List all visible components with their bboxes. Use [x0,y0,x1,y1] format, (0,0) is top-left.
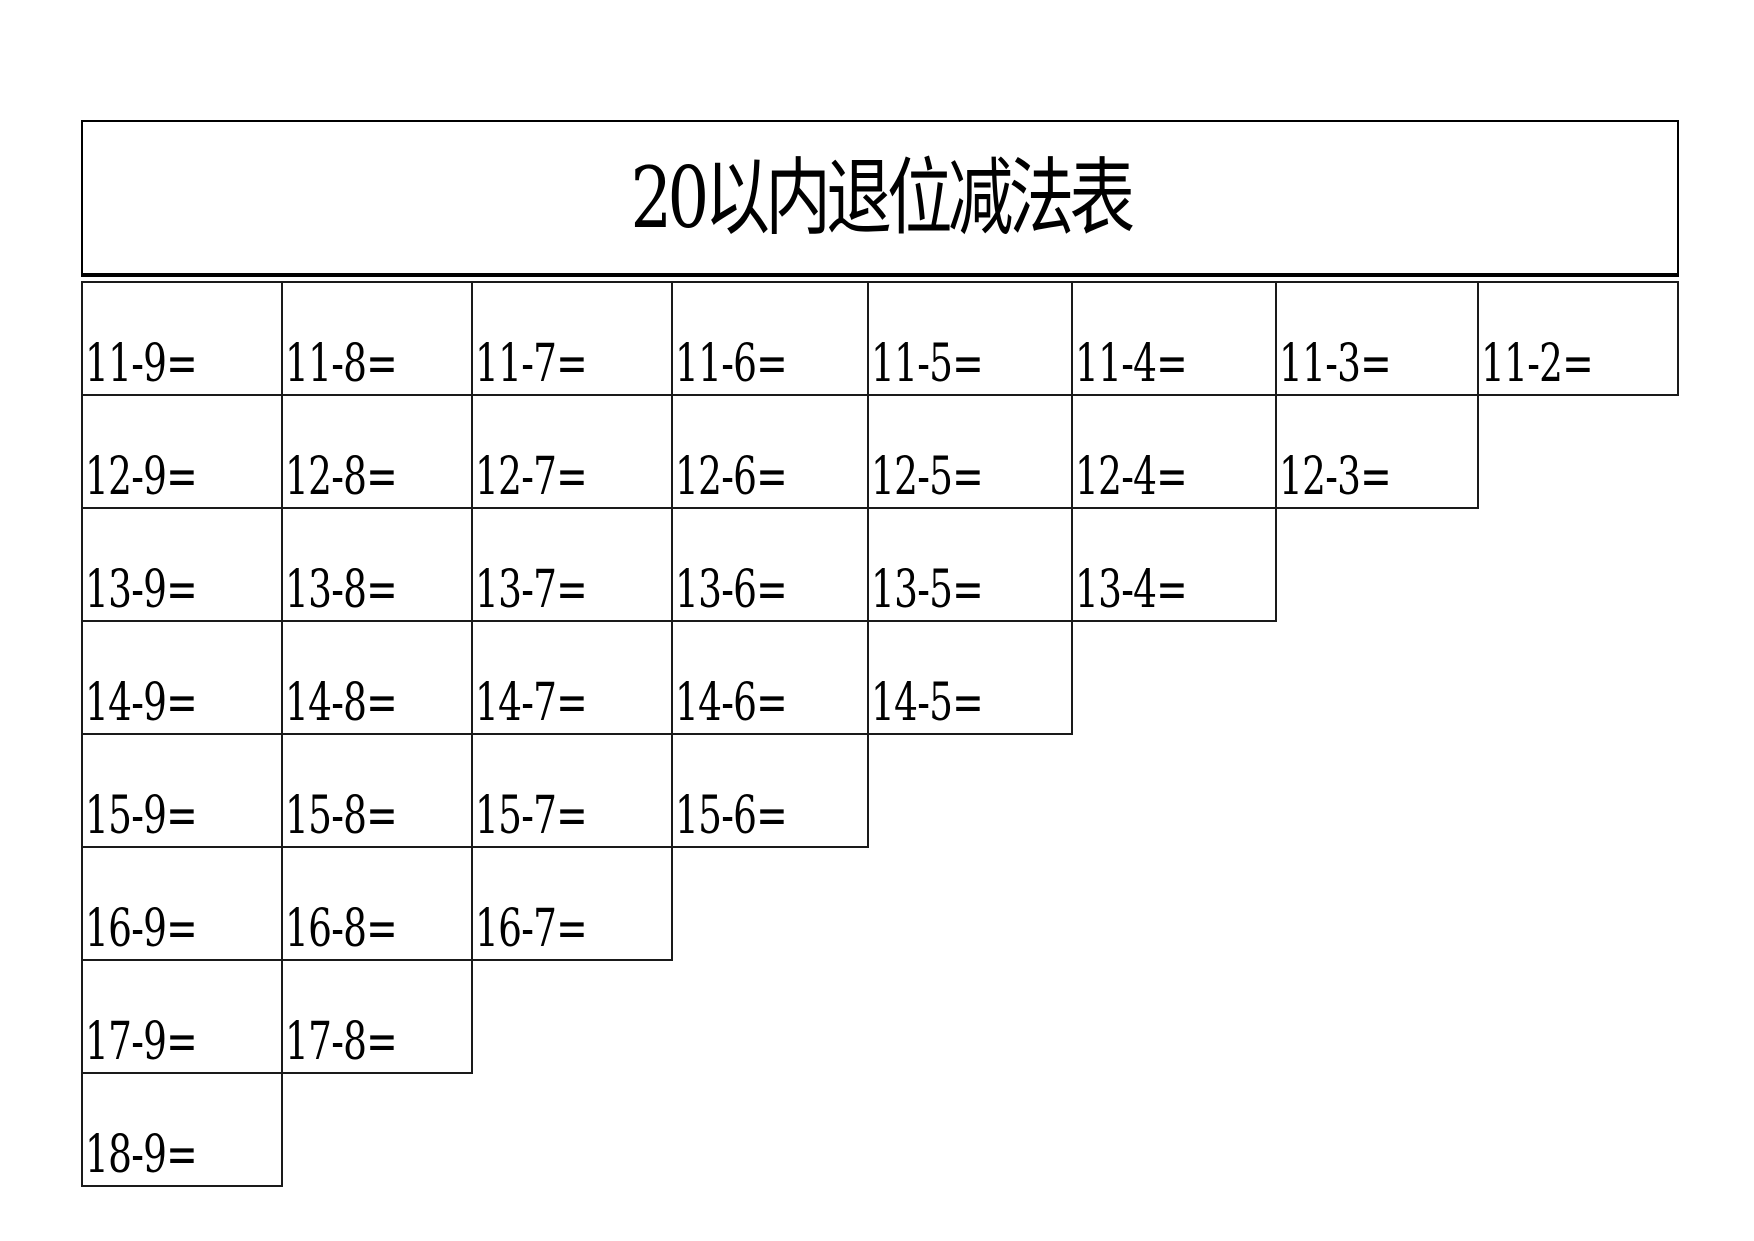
problem-cell: 14-8= [281,620,473,735]
problem-text: 12-6= [675,447,788,507]
problem-cell: 11-2= [1477,281,1679,396]
problem-text: 16-7= [475,899,588,959]
problem-cell: 14-9= [81,620,283,735]
problem-cell: 15-6= [671,733,869,848]
problem-text: 17-8= [285,1012,398,1072]
problem-cell: 13-9= [81,507,283,622]
problem-text: 11-2= [1481,334,1594,394]
problem-cell: 17-8= [281,959,473,1074]
problem-text: 11-9= [85,334,198,394]
problem-cell: 13-4= [1071,507,1277,622]
problem-cell: 11-6= [671,281,869,396]
problem-cell: 13-8= [281,507,473,622]
table-title: 20以内退位减法表 [630,148,1135,247]
problem-cell: 12-6= [671,394,869,509]
problem-text: 14-9= [85,673,198,733]
problem-text: 13-7= [475,560,588,620]
problem-text: 13-6= [675,560,788,620]
problem-text: 11-7= [475,334,588,394]
problem-text: 13-8= [285,560,398,620]
problem-text: 13-9= [85,560,198,620]
problem-text: 17-9= [85,1012,198,1072]
problem-text: 11-8= [285,334,398,394]
problem-cell: 12-3= [1275,394,1479,509]
problem-cell: 11-5= [867,281,1073,396]
problem-text: 12-9= [85,447,198,507]
problem-cell: 11-7= [471,281,673,396]
problem-cell: 16-8= [281,846,473,961]
problem-text: 12-4= [1075,447,1188,507]
problem-cell: 16-7= [471,846,673,961]
subtraction-table: 20以内退位减法表 11-9= 11-8= 11-7= 11-6= 11-5= 11-4=… [81,120,1682,1187]
problem-cell: 15-7= [471,733,673,848]
problem-cell: 12-4= [1071,394,1277,509]
problem-cell: 12-7= [471,394,673,509]
problem-cell: 11-4= [1071,281,1277,396]
problem-cell: 14-6= [671,620,869,735]
problem-cell: 17-9= [81,959,283,1074]
table-title-cell: 20以内退位减法表 [81,120,1679,277]
problem-text: 14-5= [871,673,984,733]
problem-text: 12-8= [285,447,398,507]
problem-cell: 12-9= [81,394,283,509]
problem-text: 15-6= [675,786,788,846]
problem-cell: 14-5= [867,620,1073,735]
problem-cell: 11-8= [281,281,473,396]
problem-text: 18-9= [85,1125,198,1185]
problem-cell: 16-9= [81,846,283,961]
problem-cell: 12-8= [281,394,473,509]
problem-text: 12-7= [475,447,588,507]
problem-text: 16-8= [285,899,398,959]
problem-cell: 18-9= [81,1072,283,1187]
problem-text: 15-7= [475,786,588,846]
problem-text: 11-6= [675,334,788,394]
problem-cell: 11-3= [1275,281,1479,396]
problem-text: 16-9= [85,899,198,959]
problem-text: 14-8= [285,673,398,733]
problem-cell: 12-5= [867,394,1073,509]
problem-cell: 15-9= [81,733,283,848]
problem-text: 12-3= [1279,447,1392,507]
problem-text: 14-7= [475,673,588,733]
problem-cell: 13-7= [471,507,673,622]
problem-cell: 14-7= [471,620,673,735]
problem-cell: 15-8= [281,733,473,848]
problem-text: 11-4= [1075,334,1188,394]
problem-text: 14-6= [675,673,788,733]
problem-text: 13-4= [1075,560,1188,620]
problem-text: 12-5= [871,447,984,507]
problem-text: 11-5= [871,334,984,394]
problem-text: 15-9= [85,786,198,846]
problem-text: 15-8= [285,786,398,846]
problem-text: 13-5= [871,560,984,620]
problem-cell: 11-9= [81,281,283,396]
problem-cell: 13-5= [867,507,1073,622]
problem-cell: 13-6= [671,507,869,622]
problem-text: 11-3= [1279,334,1392,394]
